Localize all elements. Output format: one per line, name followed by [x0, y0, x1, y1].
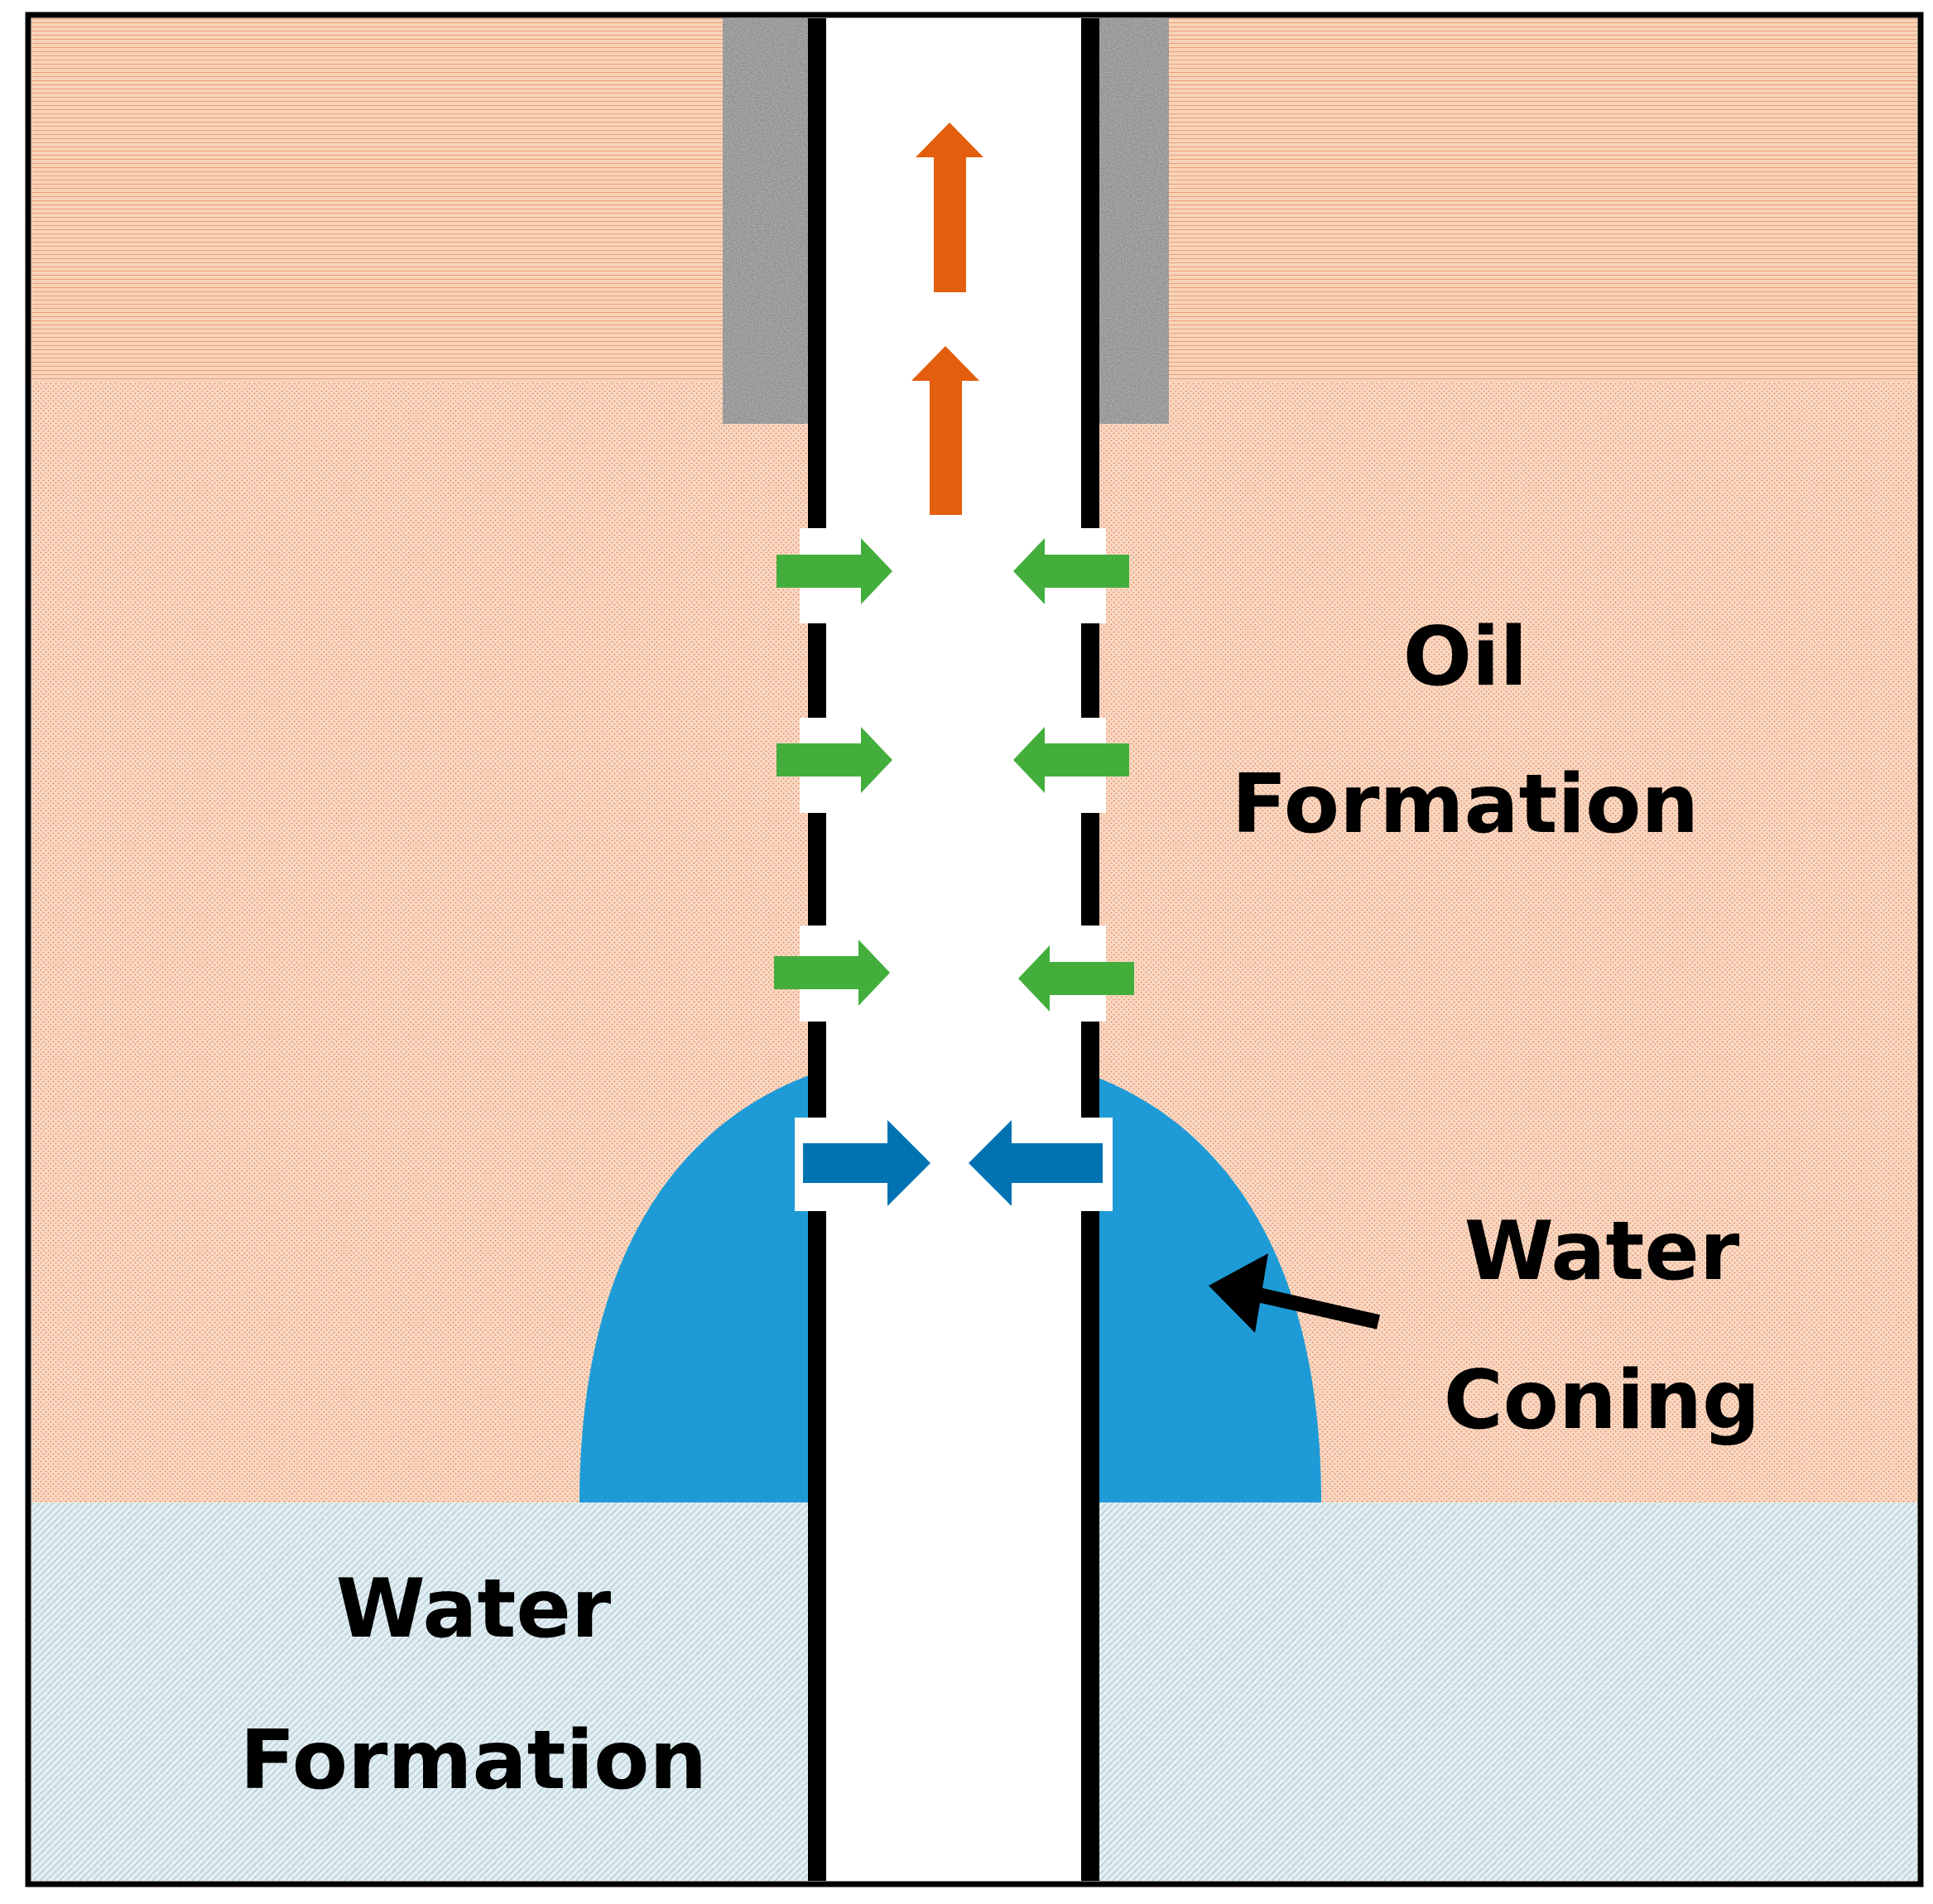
arrow-up-icon: [916, 123, 983, 292]
water-coning-label-line2: Coning: [1444, 1353, 1761, 1448]
cement-left: [723, 18, 812, 424]
oil-flow-arrows: [911, 123, 983, 515]
arrow-horizontal-icon: [1013, 538, 1129, 604]
oil-formation-label-line2: Formation: [1232, 757, 1699, 852]
arrow-horizontal-icon: [803, 1120, 930, 1206]
coning-pointer-arrow: [1209, 1253, 1380, 1333]
arrow-horizontal-icon: [1013, 727, 1129, 793]
arrow-horizontal-icon: [774, 940, 890, 1006]
arrow-up-icon: [911, 346, 979, 515]
arrow-horizontal-icon: [1018, 945, 1134, 1012]
diagram-border: [25, 12, 1924, 1887]
water-formation-label-line1: Water: [336, 1562, 612, 1656]
wellbore: [826, 18, 1081, 1881]
water-formation-label-line2: Formation: [240, 1714, 707, 1808]
arrow-pointer-icon: [1209, 1253, 1268, 1333]
arrow-horizontal-icon: [777, 727, 892, 793]
arrow-horizontal-icon: [969, 1120, 1103, 1206]
water-coning-label-line1: Water: [1464, 1204, 1740, 1299]
cement-right: [1093, 18, 1169, 424]
oil-formation-label-line1: Oil: [1403, 610, 1528, 704]
arrow-horizontal-icon: [777, 538, 892, 604]
oil-inflow-arrows: [774, 538, 1134, 1012]
water-inflow-arrows: [803, 1120, 1103, 1206]
